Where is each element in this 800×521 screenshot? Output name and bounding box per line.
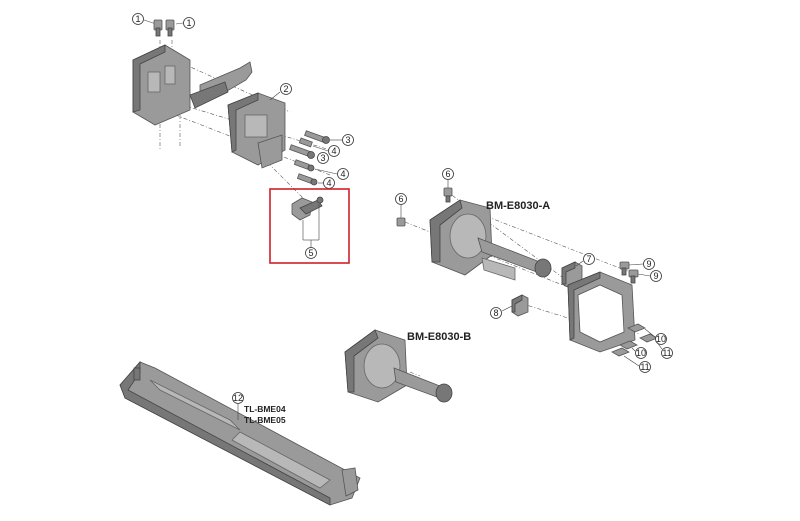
callout-3a: 3 bbox=[330, 134, 354, 146]
svg-text:4: 4 bbox=[340, 169, 345, 179]
model-label-b: BM-E8030-B bbox=[407, 331, 471, 343]
svg-text:4: 4 bbox=[331, 146, 336, 156]
tool-body-side bbox=[119, 360, 331, 506]
pad-11a bbox=[639, 333, 658, 343]
plate-slot bbox=[147, 71, 161, 93]
plate-slot bbox=[164, 65, 176, 85]
pin-4b bbox=[293, 159, 315, 172]
holder-body-side bbox=[227, 92, 259, 153]
tool-groove bbox=[149, 379, 241, 431]
svg-text:10: 10 bbox=[656, 334, 666, 344]
callout-11a: 11 bbox=[655, 340, 673, 359]
tool-label-tl-bme05: TL-BME05 bbox=[244, 415, 286, 425]
housing-a-face bbox=[449, 213, 487, 259]
screw-9b bbox=[628, 269, 639, 284]
mounting-plate-side bbox=[132, 44, 166, 113]
tool-tl-bme-assembly: 12 TL-BME04 TL-BME05 bbox=[119, 360, 361, 506]
pad-11b bbox=[611, 347, 630, 357]
svg-text:3: 3 bbox=[320, 153, 325, 163]
svg-text:10: 10 bbox=[636, 348, 646, 358]
bm-e8030-a-assembly: 6 6 BM-E8030-A 7 8 bbox=[395, 168, 673, 373]
svg-text:6: 6 bbox=[398, 194, 403, 204]
svg-text:6: 6 bbox=[445, 169, 450, 179]
callout-11b: 11 bbox=[623, 355, 651, 373]
callout-12: 12 bbox=[232, 392, 244, 420]
callout-10a: 10 bbox=[644, 328, 667, 345]
screw-1a bbox=[153, 19, 163, 37]
lock-plunger bbox=[481, 257, 516, 281]
holder-lower-block bbox=[257, 134, 283, 169]
callout-8: 8 bbox=[490, 305, 513, 319]
callout-4b: 4 bbox=[314, 168, 349, 180]
svg-text:11: 11 bbox=[662, 348, 671, 358]
lower-frame bbox=[567, 271, 636, 353]
callout-5: 5 bbox=[305, 247, 317, 259]
svg-text:5: 5 bbox=[308, 248, 313, 258]
screw-6b bbox=[396, 217, 406, 227]
callout-4c: 4 bbox=[318, 177, 335, 189]
svg-text:3: 3 bbox=[345, 135, 350, 145]
screw-9a bbox=[619, 261, 630, 276]
callout-3b: 3 bbox=[317, 152, 329, 164]
pad-10a bbox=[627, 323, 646, 333]
svg-text:1: 1 bbox=[135, 14, 140, 24]
housing-b-face bbox=[363, 343, 401, 389]
holder-face bbox=[244, 114, 268, 138]
svg-text:12: 12 bbox=[233, 393, 243, 403]
screw-3a bbox=[304, 130, 330, 144]
callout-2: 2 bbox=[269, 83, 292, 101]
key-cylinder-b-end bbox=[435, 383, 453, 403]
bm-e8030-b-assembly: BM-E8030-B bbox=[344, 329, 471, 403]
svg-text:2: 2 bbox=[283, 84, 288, 94]
pin-4a bbox=[298, 137, 313, 148]
svg-text:11: 11 bbox=[640, 362, 649, 372]
tool-end-tab bbox=[133, 367, 141, 381]
svg-text:4: 4 bbox=[326, 178, 331, 188]
svg-text:7: 7 bbox=[586, 254, 591, 264]
callout-10b: 10 bbox=[631, 347, 647, 359]
svg-text:8: 8 bbox=[493, 308, 498, 318]
callout-9a: 9 bbox=[628, 258, 655, 270]
housing-a-side bbox=[429, 199, 463, 263]
tool-label-tl-bme04: TL-BME04 bbox=[244, 404, 286, 414]
key-cylinder-a-end bbox=[534, 258, 552, 278]
screw-6a bbox=[443, 187, 453, 203]
axis-line bbox=[409, 371, 421, 377]
svg-text:9: 9 bbox=[646, 259, 651, 269]
axis-line bbox=[519, 302, 591, 326]
highlight-frame-part-5 bbox=[269, 188, 350, 264]
screw-1b bbox=[165, 19, 175, 37]
svg-text:1: 1 bbox=[186, 18, 191, 28]
svg-text:9: 9 bbox=[653, 271, 658, 281]
callout-6a: 6 bbox=[442, 168, 454, 188]
screw-3b bbox=[289, 144, 315, 159]
latch-arm-lower bbox=[189, 81, 229, 109]
callout-6b: 6 bbox=[395, 193, 407, 218]
callout-1-right: 1 bbox=[175, 17, 195, 29]
callout-7: 7 bbox=[575, 253, 595, 267]
axis-line bbox=[469, 209, 631, 273]
axis-line bbox=[404, 221, 601, 301]
pad-10b bbox=[619, 340, 638, 350]
battery-mount-bracket-assembly: 1 1 2 3 3 bbox=[132, 13, 354, 264]
part-5-clip bbox=[291, 196, 324, 248]
pin-4c bbox=[296, 173, 318, 186]
tool-end-block bbox=[341, 467, 359, 497]
callout-4a: 4 bbox=[312, 145, 340, 157]
callout-9b: 9 bbox=[637, 270, 662, 282]
part-8-block bbox=[511, 294, 529, 317]
tool-groove bbox=[231, 431, 331, 489]
callout-1-left: 1 bbox=[132, 13, 157, 25]
housing-b-side bbox=[344, 329, 379, 393]
model-label-a: BM-E8030-A bbox=[486, 200, 550, 212]
